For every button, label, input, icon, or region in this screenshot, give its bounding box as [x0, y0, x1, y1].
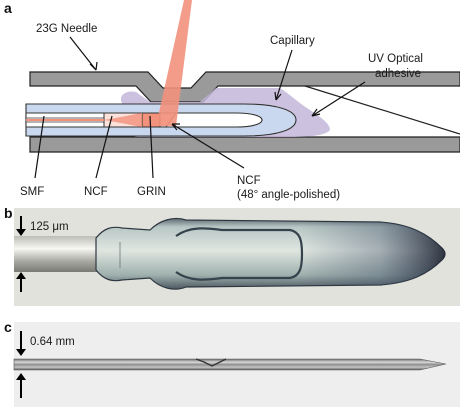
- label-ncf-angle-line2: (48° angle-polished): [237, 189, 340, 201]
- label-uv-line2: adhesive: [375, 68, 421, 80]
- panel-b-photo: b 125 μm: [4, 205, 460, 306]
- beam-expanding: [104, 113, 142, 127]
- scale-label-c: 0.64 mm: [30, 336, 75, 348]
- panel-b-letter: b: [4, 205, 13, 221]
- fiber-shaft: [14, 236, 104, 272]
- panel-a-letter: a: [4, 0, 12, 16]
- panel-c-letter: c: [4, 319, 12, 335]
- beam-output: [156, 0, 192, 126]
- label-smf: SMF: [20, 186, 44, 198]
- needle-wall-top: [29, 71, 460, 103]
- label-23g-needle: 23G Needle: [36, 23, 97, 35]
- needle-wall-bottom: [29, 136, 460, 153]
- probe-inner-outline: [175, 227, 304, 281]
- needle-bevel-line: [304, 85, 460, 135]
- label-capillary: Capillary: [270, 35, 315, 47]
- label-uv-line1: UV Optical: [368, 53, 423, 65]
- label-ncf-angle-line1: NCF: [237, 175, 261, 187]
- panel-a-schematic: a 23G Needle Capillary UV Optical adhesi…: [4, 0, 460, 201]
- probe-tip-shade: [300, 222, 445, 286]
- label-ncf: NCF: [84, 186, 108, 198]
- label-grin: GRIN: [137, 186, 166, 198]
- beam-core: [26, 119, 104, 121]
- scale-label-b: 125 μm: [30, 221, 69, 233]
- scale-bar-b: 125 μm: [16, 216, 69, 292]
- needle-photo: [13, 358, 447, 371]
- needle-notch: [195, 358, 227, 367]
- scale-bar-c: 0.64 mm: [16, 331, 75, 398]
- panel-c-photo: c 0.64 mm: [4, 319, 460, 407]
